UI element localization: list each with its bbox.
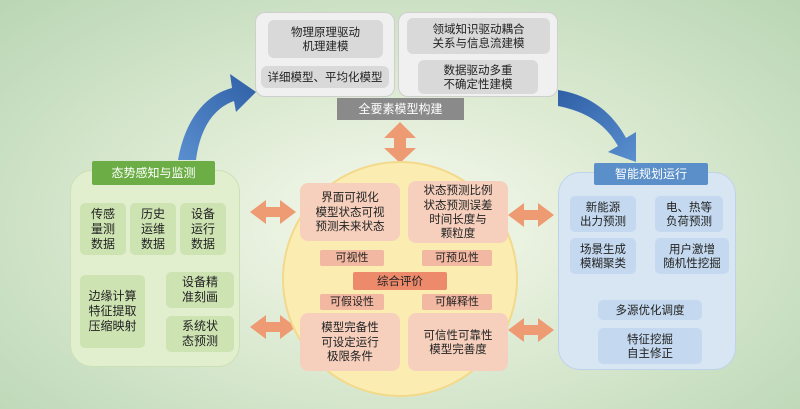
new-energy-box: 新能源 出力预测 [570, 196, 636, 232]
situation-awareness-banner: 态势感知与监测 [92, 161, 215, 185]
detailed-model-box: 详细模型、平均化模型 [261, 66, 389, 88]
device-precise-box: 设备精 准刻画 [166, 272, 234, 308]
double-arrow-right-top [508, 203, 554, 227]
sensor-data-box: 传感 量测 数据 [80, 203, 126, 255]
label-explainability: 可解释性 [422, 294, 492, 310]
multi-source-optimize-box: 多源优化调度 [598, 300, 702, 320]
curved-arrow-left [178, 74, 256, 160]
device-data-box: 设备 运行 数据 [180, 203, 226, 255]
double-arrow-left-bottom [250, 315, 296, 339]
user-surge-box: 用户激增 随机性挖掘 [655, 238, 729, 274]
model-completeness-box: 模型完备性 可设定运行 极限条件 [300, 313, 400, 371]
curved-arrow-right [558, 90, 636, 162]
comprehensive-eval-label: 综合评价 [353, 272, 447, 290]
label-foreseeability: 可预见性 [422, 250, 492, 266]
double-arrow-vertical [384, 122, 416, 163]
state-prediction-box: 状态预测比例 状态预测误差 时间长度与 颗粒度 [408, 181, 508, 243]
label-visibility: 可视性 [320, 250, 384, 266]
double-arrow-right-bottom [508, 318, 554, 342]
scenario-generation-box: 场景生成 模糊聚类 [570, 238, 636, 274]
system-predict-box: 系统状 态预测 [166, 316, 234, 352]
full-element-model-banner: 全要素模型构建 [337, 98, 464, 120]
credibility-box: 可信性可靠性 模型完善度 [408, 313, 508, 371]
label-assumability: 可假设性 [320, 294, 384, 310]
domain-knowledge-box: 领域知识驱动耦合 关系与信息流建模 [407, 18, 550, 54]
visualization-box: 界面可视化 模型状态可视 预测未来状态 [300, 183, 400, 241]
double-arrow-left-top [250, 200, 296, 224]
load-forecast-box: 电、热等 负荷预测 [655, 196, 723, 232]
intelligent-planning-banner: 智能规划运行 [594, 163, 708, 185]
history-data-box: 历史 运维 数据 [130, 203, 176, 255]
edge-computing-box: 边缘计算 特征提取 压缩映射 [80, 275, 145, 348]
physics-model-box: 物理原理驱动 机理建模 [268, 20, 383, 58]
data-driven-box: 数据驱动多重 不确定性建模 [418, 60, 538, 94]
feature-mining-box: 特征挖掘 自主修正 [598, 328, 702, 364]
